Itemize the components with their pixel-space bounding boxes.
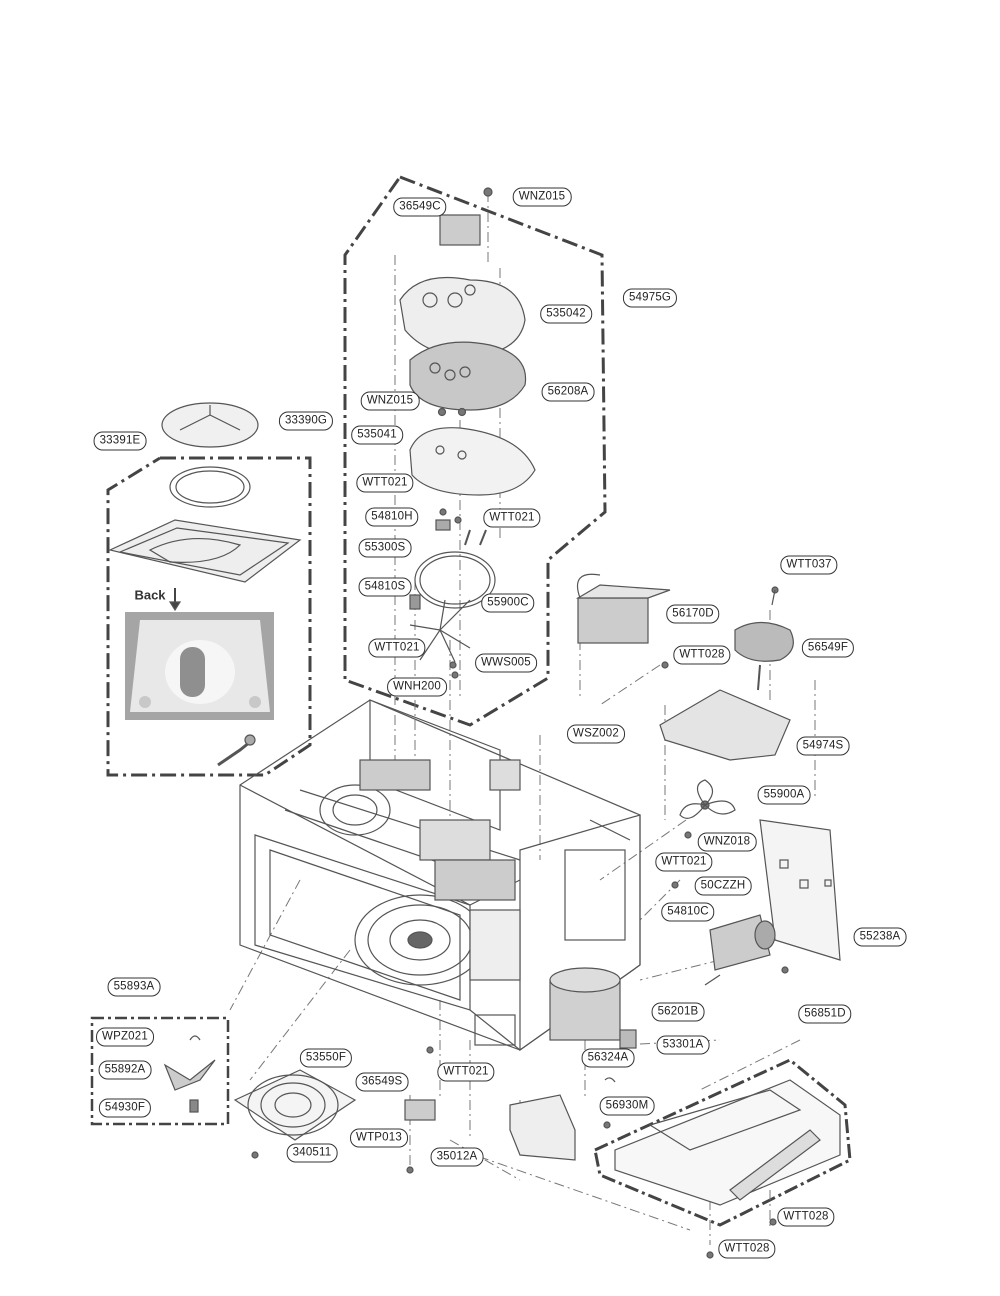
label-535042: 535042 <box>540 304 592 324</box>
label-WSZ002: WSZ002 <box>567 724 625 744</box>
label-WNZ015: WNZ015 <box>512 187 572 207</box>
lower-left-parts <box>163 1035 436 1174</box>
label-WNZ015-b: WNZ015 <box>360 391 420 411</box>
oven-cavity-chassis <box>239 699 641 1052</box>
label-35012A: 35012A <box>430 1147 484 1167</box>
label-WTT021-e: WTT021 <box>437 1062 495 1082</box>
label-56208A: 56208A <box>541 382 595 402</box>
label-WTT037: WTT037 <box>780 555 838 575</box>
label-56549F: 56549F <box>801 638 855 658</box>
label-36549S: 36549S <box>355 1072 409 1092</box>
label-33391E: 33391E <box>93 431 147 451</box>
label-54810H: 54810H <box>365 507 419 527</box>
label-WNH200: WNH200 <box>387 677 447 697</box>
label-340511: 340511 <box>286 1143 338 1163</box>
label-56201B: 56201B <box>651 1002 705 1022</box>
turntable-parts <box>108 402 302 767</box>
label-WTT021-b: WTT021 <box>483 508 541 528</box>
label-WTT028-b: WTT028 <box>777 1207 835 1227</box>
label-55900A: 55900A <box>757 785 811 805</box>
label-56930M: 56930M <box>599 1096 655 1116</box>
label-WPZ021: WPZ021 <box>96 1027 154 1047</box>
cooling-fan-blade <box>679 779 736 819</box>
label-55892A: 55892A <box>98 1060 152 1080</box>
label-56324A: 56324A <box>581 1048 635 1068</box>
label-33390G: 33390G <box>278 411 334 431</box>
back-view-photo <box>125 612 274 720</box>
label-WNZ018: WNZ018 <box>697 832 757 852</box>
label-WTT021-d: WTT021 <box>655 852 713 872</box>
label-56851D: 56851D <box>798 1004 852 1024</box>
label-WTT021-a: WTT021 <box>356 473 414 493</box>
label-50CZZH: 50CZZH <box>694 876 752 896</box>
label-55300S: 55300S <box>358 538 412 558</box>
back-caption: Back <box>134 587 166 603</box>
label-54810C: 54810C <box>661 902 715 922</box>
upper-assembly-boundary <box>343 175 607 727</box>
label-WTT021-c: WTT021 <box>368 638 426 658</box>
fan-blade <box>409 599 471 663</box>
label-54974S: 54974S <box>796 736 850 756</box>
label-55238A: 55238A <box>853 927 907 947</box>
label-55893A: 55893A <box>107 977 161 997</box>
label-WTT028-a: WTT028 <box>673 645 731 665</box>
label-54975G: 54975G <box>622 288 678 308</box>
label-54930F: 54930F <box>98 1098 152 1118</box>
label-56170D: 56170D <box>666 604 720 624</box>
back-view-photo-art <box>125 612 274 720</box>
label-54810S: 54810S <box>358 577 412 597</box>
label-WTT028-c: WTT028 <box>718 1239 776 1259</box>
label-36549C: 36549C <box>393 197 447 217</box>
right-side-parts <box>509 573 841 1259</box>
label-535041: 535041 <box>351 425 403 445</box>
label-WTP013: WTP013 <box>350 1128 408 1148</box>
upper-duct-parts <box>399 187 536 679</box>
stirrer-kit-boundary <box>90 1016 230 1126</box>
label-53301A: 53301A <box>656 1035 710 1055</box>
turntable-kit-boundary <box>106 456 312 777</box>
label-55900C: 55900C <box>481 593 535 613</box>
label-53550F: 53550F <box>299 1048 353 1068</box>
label-WWS005: WWS005 <box>475 653 537 673</box>
